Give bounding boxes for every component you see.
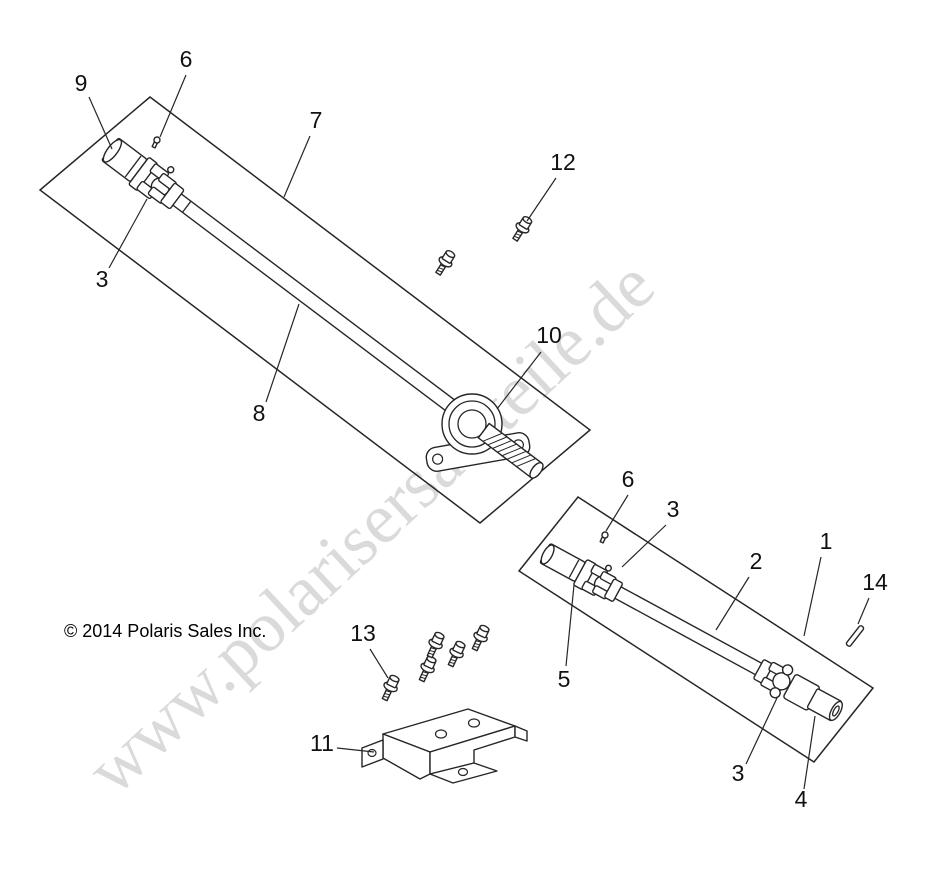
callout-11: 11 <box>310 730 334 756</box>
leader-lines <box>88 74 870 790</box>
callout-5: 5 <box>558 666 571 692</box>
front-prop-shaft <box>101 137 486 435</box>
watermark: www.polarisersatzteile.de <box>71 244 669 809</box>
callout-13: 13 <box>350 620 376 646</box>
front-yoke-end <box>101 137 148 182</box>
flange-bolt <box>508 213 536 245</box>
callout-12: 12 <box>550 149 576 175</box>
callout-3a: 3 <box>96 266 109 292</box>
callout-7: 7 <box>310 107 323 133</box>
rear-u-joint-front <box>573 559 623 602</box>
flange-bolt <box>467 622 493 654</box>
rear-end-yoke <box>783 674 843 722</box>
grease-fitting <box>167 166 175 174</box>
callout-10: 10 <box>536 322 562 348</box>
flange-bolt <box>443 638 469 670</box>
front-u-joint <box>128 157 185 210</box>
rear-shaft-outline-box <box>517 496 875 763</box>
callout-1: 1 <box>820 528 833 554</box>
callout-3c: 3 <box>732 760 745 786</box>
callout-3b: 3 <box>667 496 680 522</box>
callout-6b: 6 <box>622 466 635 492</box>
retaining-pin <box>845 625 865 647</box>
callout-2: 2 <box>750 548 763 574</box>
flange-bolt <box>431 247 459 279</box>
callout-8: 8 <box>253 400 266 426</box>
rear-shaft-tube <box>609 583 764 676</box>
callout-4: 4 <box>795 786 808 812</box>
rear-u-joint-rear <box>753 659 794 699</box>
front-shaft-tube <box>164 187 464 418</box>
callout-14: 14 <box>862 569 888 595</box>
support-bracket <box>361 708 528 784</box>
front-shaft-outline-box <box>38 96 592 524</box>
set-screw-front <box>150 135 162 150</box>
splined-stub-shaft <box>477 422 544 479</box>
flange-bolt <box>422 629 448 661</box>
copyright-text: © 2014 Polaris Sales Inc. <box>64 621 266 641</box>
callout-labels: 9 6 7 12 3 8 10 6 3 2 1 14 5 3 4 13 11 <box>75 46 888 812</box>
grease-fitting <box>604 564 612 572</box>
rear-prop-shaft <box>539 543 843 722</box>
flange-bolt <box>414 653 440 685</box>
set-screw-rear <box>598 530 610 545</box>
callout-6a: 6 <box>180 46 193 72</box>
callout-9: 9 <box>75 70 88 96</box>
flange-bolt <box>377 672 403 704</box>
